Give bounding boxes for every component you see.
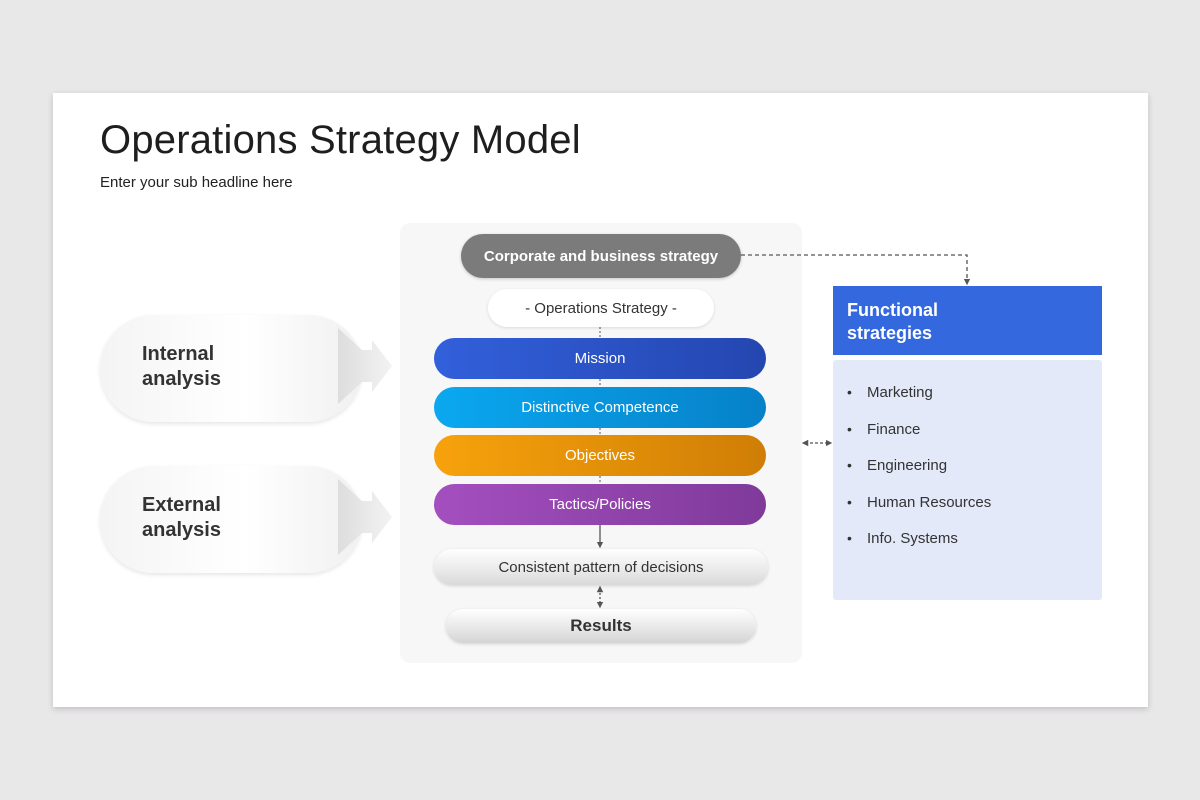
list-item: •Marketing: [847, 384, 933, 401]
consistent-decisions-pill: Consistent pattern of decisions: [434, 549, 768, 585]
external-analysis-label: External analysis: [142, 494, 221, 541]
list-item: •Info. Systems: [847, 530, 958, 547]
functional-strategies-header: Functional strategies: [833, 286, 1102, 355]
functional-strategies-body: •Marketing •Finance •Engineering •Human …: [833, 360, 1102, 600]
bullet-icon: •: [847, 420, 852, 437]
mission-layer: Mission: [434, 338, 766, 379]
corporate-strategy-pill: Corporate and business strategy: [461, 234, 741, 278]
bullet-icon: •: [847, 457, 852, 473]
results-pill: Results: [446, 609, 756, 643]
list-item: •Engineering: [847, 457, 948, 474]
list-item: •Finance: [847, 420, 921, 438]
bullet-icon: •: [847, 493, 852, 510]
internal-analysis-pill: Internal analysis: [100, 315, 362, 422]
operations-strategy-label: - Operations Strategy -: [488, 289, 714, 327]
distinctive-competence-layer: Distinctive Competence: [434, 387, 766, 428]
external-analysis-pill: External analysis: [100, 466, 362, 573]
page-subtitle: Enter your sub headline here: [100, 174, 293, 191]
bullet-icon: •: [847, 384, 852, 400]
internal-analysis-label: Internal analysis: [142, 343, 221, 390]
objectives-layer: Objectives: [434, 435, 766, 476]
page-title: Operations Strategy Model: [100, 118, 581, 162]
bullet-icon: •: [847, 530, 852, 546]
tactics-policies-layer: Tactics/Policies: [434, 484, 766, 525]
functional-strategies-list: •Marketing •Finance •Engineering •Human …: [847, 384, 991, 567]
list-item: •Human Resources: [847, 493, 992, 511]
